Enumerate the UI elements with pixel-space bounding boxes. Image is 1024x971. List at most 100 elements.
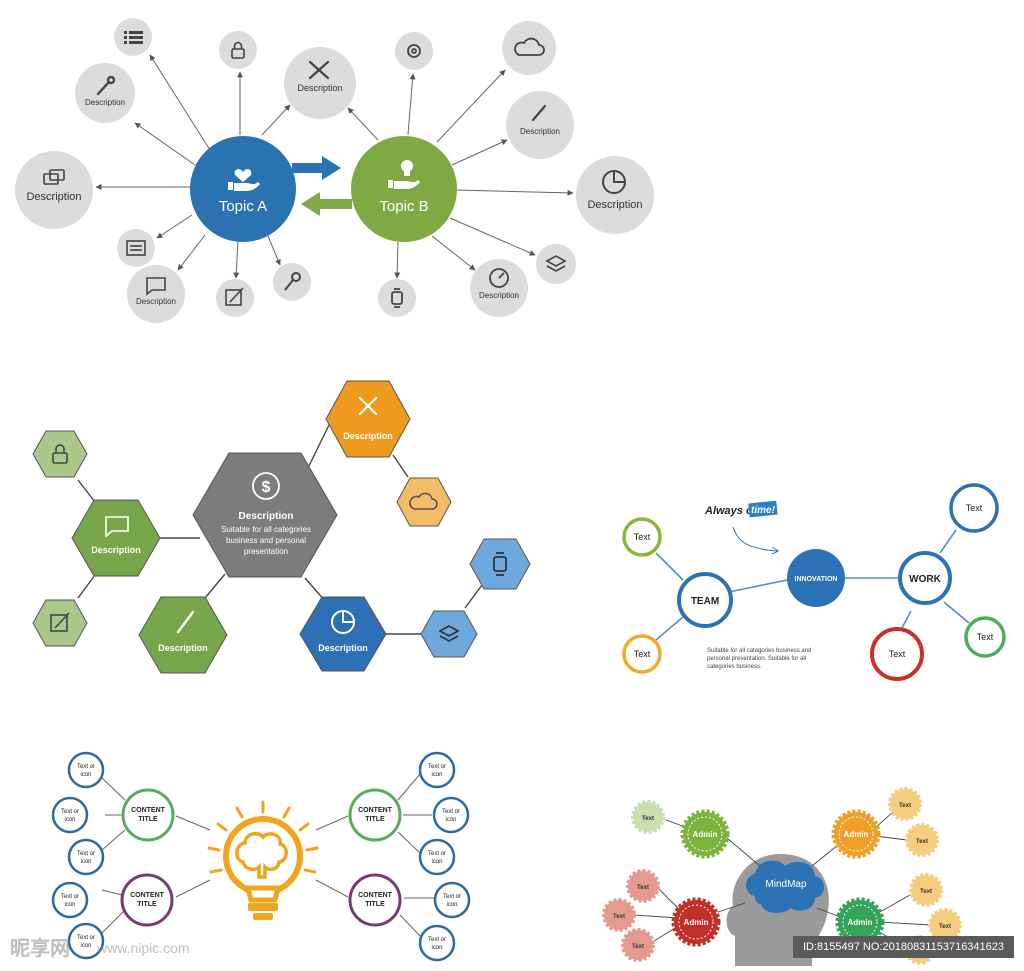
watch-icon bbox=[493, 552, 507, 576]
leaf-line2: icon bbox=[445, 817, 456, 823]
admin-label: Admin bbox=[844, 830, 869, 839]
arrow-b-to-a bbox=[301, 192, 352, 216]
leaf-line1: Text or bbox=[428, 764, 446, 770]
content-title-line2: TITLE bbox=[138, 816, 158, 823]
hex-cloud bbox=[396, 477, 452, 527]
layers-icon bbox=[438, 625, 460, 642]
admin-red: Admin bbox=[671, 897, 721, 947]
topic-a-label: Topic A bbox=[219, 198, 267, 215]
text-badge-right-1: Text bbox=[909, 873, 943, 907]
leaf-line2: icon bbox=[80, 943, 91, 949]
text-badge-red-2: Text bbox=[602, 898, 636, 932]
pie-chart-icon bbox=[602, 170, 626, 194]
satellite-description: Description bbox=[297, 83, 342, 93]
pie-chart-icon bbox=[331, 610, 355, 634]
leaf-line2: icon bbox=[64, 902, 75, 908]
text-badge: Text bbox=[899, 803, 911, 809]
screwdriver-icon bbox=[531, 104, 547, 122]
hex-description-screwdriver bbox=[138, 596, 228, 674]
text-node: Text bbox=[634, 532, 651, 542]
satellite-description: Description bbox=[85, 98, 125, 107]
wrench-icon bbox=[96, 75, 116, 96]
lightbulb-brain-icon bbox=[207, 800, 319, 920]
leaf-line1: Text or bbox=[443, 894, 461, 900]
hex-label: Description bbox=[91, 545, 141, 555]
content-title-line1: CONTENT bbox=[358, 807, 393, 814]
layers-icon bbox=[545, 255, 567, 272]
arrow-a-to-b bbox=[292, 156, 341, 180]
leaf-line1: Text or bbox=[77, 764, 95, 770]
admin-orange: Admin bbox=[831, 809, 881, 859]
hex-description-orange bbox=[325, 380, 411, 458]
text-badge: Text bbox=[632, 944, 644, 950]
satellite-description: Description bbox=[26, 191, 81, 203]
hex-center bbox=[192, 452, 338, 578]
leaf-line2: icon bbox=[431, 772, 442, 778]
team-node: TEAM bbox=[691, 596, 719, 607]
list-icon bbox=[124, 31, 143, 44]
satellite-description: Description bbox=[587, 199, 642, 211]
admin-label: Admin bbox=[693, 830, 718, 839]
content-title-line1: CONTENT bbox=[131, 807, 166, 814]
innovation-node: INNOVATION bbox=[795, 576, 838, 583]
team-mindmap: Always on time! Text Text TEAM INNOVATIO… bbox=[622, 483, 1006, 681]
text-node: Text bbox=[966, 503, 983, 513]
team-note-3: categories business. bbox=[707, 664, 762, 670]
leaf-line2: icon bbox=[80, 859, 91, 865]
content-title-line1: CONTENT bbox=[358, 892, 393, 899]
text-badge-green: Text bbox=[631, 800, 665, 834]
leaf-line1: Text or bbox=[61, 894, 79, 900]
tools-icon bbox=[358, 396, 378, 416]
hexagon-diagram: Description Description $ Description Su… bbox=[32, 380, 531, 674]
hex-center-body-3: presentation bbox=[244, 547, 288, 556]
content-title-line1: CONTENT bbox=[130, 892, 165, 899]
text-badge-red-1: Text bbox=[626, 869, 660, 903]
hex-description-green bbox=[71, 499, 161, 577]
team-note-1: Suitable for all categories business and bbox=[707, 648, 811, 654]
text-node: Text bbox=[977, 632, 994, 642]
edit-icon bbox=[225, 287, 244, 306]
topic-b-satellites: Description Description Description bbox=[378, 21, 654, 317]
hex-lock bbox=[32, 430, 88, 478]
watermark-logo: 昵享网 bbox=[10, 936, 70, 960]
idea-hand-icon bbox=[388, 160, 420, 189]
leaf-line1: Text or bbox=[77, 851, 95, 857]
admin-label: Admin bbox=[684, 918, 709, 927]
svg-text:$: $ bbox=[262, 479, 271, 496]
text-badge: Text bbox=[613, 914, 625, 920]
content-title-line2: TITLE bbox=[137, 901, 157, 908]
key-icon bbox=[284, 272, 301, 291]
satellite-description: Description bbox=[479, 291, 519, 300]
watch-icon bbox=[391, 288, 403, 308]
lock-icon bbox=[52, 444, 68, 464]
content-title-line2: TITLE bbox=[365, 901, 385, 908]
leaf-line2: icon bbox=[80, 772, 91, 778]
tagline-arrow bbox=[732, 526, 778, 551]
admin-label: Admin bbox=[848, 918, 873, 927]
text-badge-orange-1: Text bbox=[888, 787, 922, 821]
text-node: Text bbox=[634, 649, 651, 659]
text-badge: Text bbox=[642, 816, 654, 822]
screwdriver-icon bbox=[176, 610, 195, 634]
team-note-2: personal presentation. Suitable for all bbox=[707, 656, 806, 662]
leaf-line1: Text or bbox=[61, 809, 79, 815]
cloud-icon bbox=[514, 37, 545, 56]
hex-label: Description bbox=[158, 643, 208, 653]
lock-icon bbox=[231, 41, 245, 59]
cloud-icon bbox=[409, 492, 438, 510]
watermark: 昵享网 www.nipic.com bbox=[10, 936, 190, 960]
topic-b-label: Topic B bbox=[379, 198, 428, 215]
gauge-icon bbox=[489, 268, 509, 288]
tagline-badge-bg bbox=[748, 500, 778, 518]
hex-watch bbox=[469, 538, 531, 590]
text-node: Text bbox=[889, 649, 906, 659]
admin-green-right: Admin bbox=[835, 897, 885, 947]
hex-label: Description bbox=[318, 643, 368, 653]
mindmap-center: MindMap bbox=[765, 879, 807, 890]
comment-icon bbox=[146, 277, 166, 296]
dollar-globe-icon: $ bbox=[252, 472, 280, 500]
text-badge-right-2: Text bbox=[928, 908, 962, 942]
admin-green: Admin bbox=[680, 809, 730, 859]
